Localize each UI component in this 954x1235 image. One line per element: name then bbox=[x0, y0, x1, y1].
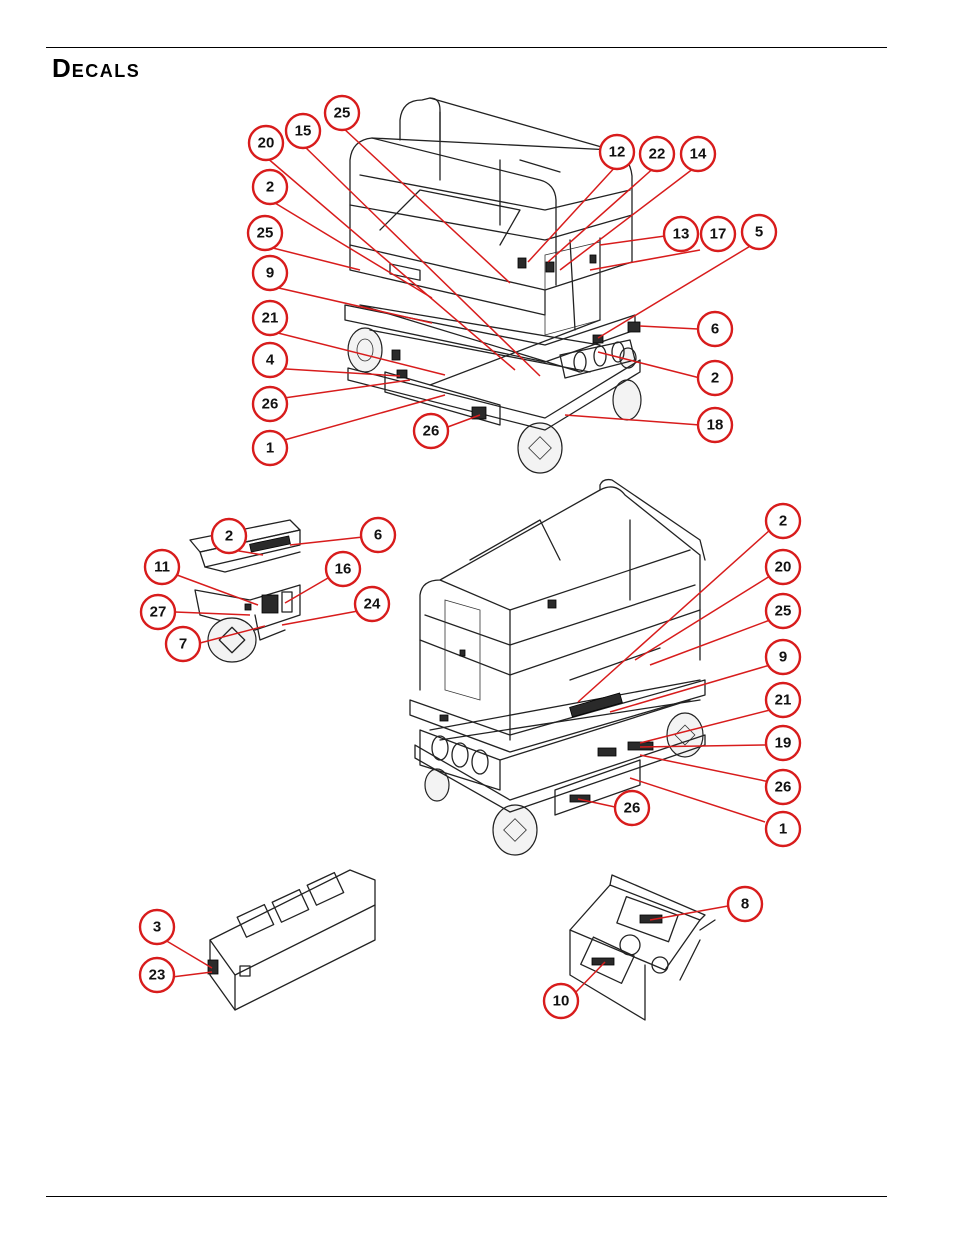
svg-text:18: 18 bbox=[707, 417, 724, 434]
svg-text:7: 7 bbox=[179, 636, 187, 653]
svg-text:11: 11 bbox=[154, 559, 170, 576]
svg-text:3: 3 bbox=[153, 919, 161, 936]
callout: 21 bbox=[764, 681, 802, 719]
title-rest: ECALS bbox=[71, 61, 141, 81]
callout: 25 bbox=[323, 94, 361, 132]
svg-text:5: 5 bbox=[755, 224, 763, 241]
callout: 26 bbox=[251, 385, 289, 423]
callout: 27 bbox=[139, 593, 177, 631]
motor-tray-view bbox=[569, 874, 716, 1021]
detail-view bbox=[189, 519, 301, 663]
callout: 20 bbox=[247, 124, 285, 162]
callout: 26 bbox=[613, 789, 651, 827]
callout: 2 bbox=[251, 168, 289, 206]
svg-text:21: 21 bbox=[262, 310, 279, 327]
page-title: DECALS bbox=[52, 55, 140, 81]
svg-text:16: 16 bbox=[335, 561, 352, 578]
callout: 8 bbox=[726, 885, 764, 923]
callout: 22 bbox=[638, 135, 676, 173]
svg-text:6: 6 bbox=[711, 321, 719, 338]
callouts-bottom-view: 2 20 25 9 21 19 26 26 1 bbox=[613, 502, 802, 848]
svg-text:9: 9 bbox=[779, 649, 787, 666]
callout: 26 bbox=[412, 412, 450, 450]
callout: 23 bbox=[138, 956, 176, 994]
svg-text:26: 26 bbox=[775, 779, 792, 796]
top-rule bbox=[46, 47, 887, 48]
lift-bottom-view bbox=[409, 478, 706, 856]
svg-text:17: 17 bbox=[710, 226, 727, 243]
svg-text:12: 12 bbox=[609, 144, 626, 161]
callout: 21 bbox=[251, 299, 289, 337]
callout: 12 bbox=[598, 133, 636, 171]
svg-text:25: 25 bbox=[775, 603, 792, 620]
callout: 14 bbox=[679, 135, 717, 173]
callout: 19 bbox=[764, 724, 802, 762]
leader-lines bbox=[164, 126, 771, 994]
svg-text:6: 6 bbox=[374, 527, 382, 544]
callout: 7 bbox=[164, 625, 202, 663]
callout: 2 bbox=[210, 517, 248, 555]
callout: 13 bbox=[662, 215, 700, 253]
callout: 17 bbox=[699, 215, 737, 253]
callout: 16 bbox=[324, 550, 362, 588]
callout: 20 bbox=[764, 548, 802, 586]
svg-text:22: 22 bbox=[649, 146, 666, 163]
svg-text:21: 21 bbox=[775, 692, 792, 709]
callout: 15 bbox=[284, 112, 322, 150]
callout: 6 bbox=[696, 310, 734, 348]
svg-text:26: 26 bbox=[262, 396, 279, 413]
callout: 1 bbox=[251, 429, 289, 467]
svg-text:15: 15 bbox=[295, 123, 312, 140]
svg-text:1: 1 bbox=[779, 821, 787, 838]
battery-tray-view bbox=[207, 869, 376, 1011]
svg-text:23: 23 bbox=[149, 967, 166, 984]
callout: 26 bbox=[764, 768, 802, 806]
callouts-detail-view: 2 6 11 16 27 24 7 bbox=[139, 516, 397, 663]
title-initial: D bbox=[52, 53, 72, 83]
svg-text:13: 13 bbox=[673, 226, 690, 243]
callout: 10 bbox=[542, 982, 580, 1020]
svg-text:19: 19 bbox=[775, 735, 792, 752]
svg-text:4: 4 bbox=[266, 352, 275, 369]
svg-text:24: 24 bbox=[364, 596, 381, 613]
callout: 24 bbox=[353, 585, 391, 623]
callouts-top-view: 25 15 20 2 25 9 21 4 26 1 26 12 22 14 13… bbox=[246, 94, 778, 467]
svg-text:26: 26 bbox=[423, 423, 440, 440]
callout: 9 bbox=[764, 638, 802, 676]
callout: 1 bbox=[764, 810, 802, 848]
svg-text:8: 8 bbox=[741, 896, 749, 913]
callout: 25 bbox=[764, 592, 802, 630]
svg-text:20: 20 bbox=[775, 559, 792, 576]
svg-text:25: 25 bbox=[257, 225, 274, 242]
svg-text:10: 10 bbox=[553, 993, 570, 1010]
svg-text:9: 9 bbox=[266, 265, 274, 282]
svg-text:27: 27 bbox=[150, 604, 167, 621]
callout: 2 bbox=[764, 502, 802, 540]
svg-text:26: 26 bbox=[624, 800, 641, 817]
svg-text:2: 2 bbox=[779, 513, 787, 530]
svg-text:1: 1 bbox=[266, 440, 274, 457]
svg-text:2: 2 bbox=[711, 370, 719, 387]
callouts-motor-tray: 8 10 bbox=[542, 885, 764, 1020]
svg-text:2: 2 bbox=[266, 179, 274, 196]
callout: 18 bbox=[696, 406, 734, 444]
callout: 5 bbox=[740, 213, 778, 251]
callout: 2 bbox=[696, 359, 734, 397]
callout: 4 bbox=[251, 341, 289, 379]
svg-text:25: 25 bbox=[334, 105, 351, 122]
callout: 25 bbox=[246, 214, 284, 252]
svg-text:20: 20 bbox=[258, 135, 275, 152]
callouts-battery-tray: 3 23 bbox=[138, 908, 176, 994]
callout: 3 bbox=[138, 908, 176, 946]
svg-text:14: 14 bbox=[690, 146, 707, 163]
bottom-rule bbox=[46, 1196, 887, 1197]
callout: 6 bbox=[359, 516, 397, 554]
svg-text:2: 2 bbox=[225, 528, 233, 545]
callout: 11 bbox=[143, 548, 181, 586]
callout: 9 bbox=[251, 254, 289, 292]
